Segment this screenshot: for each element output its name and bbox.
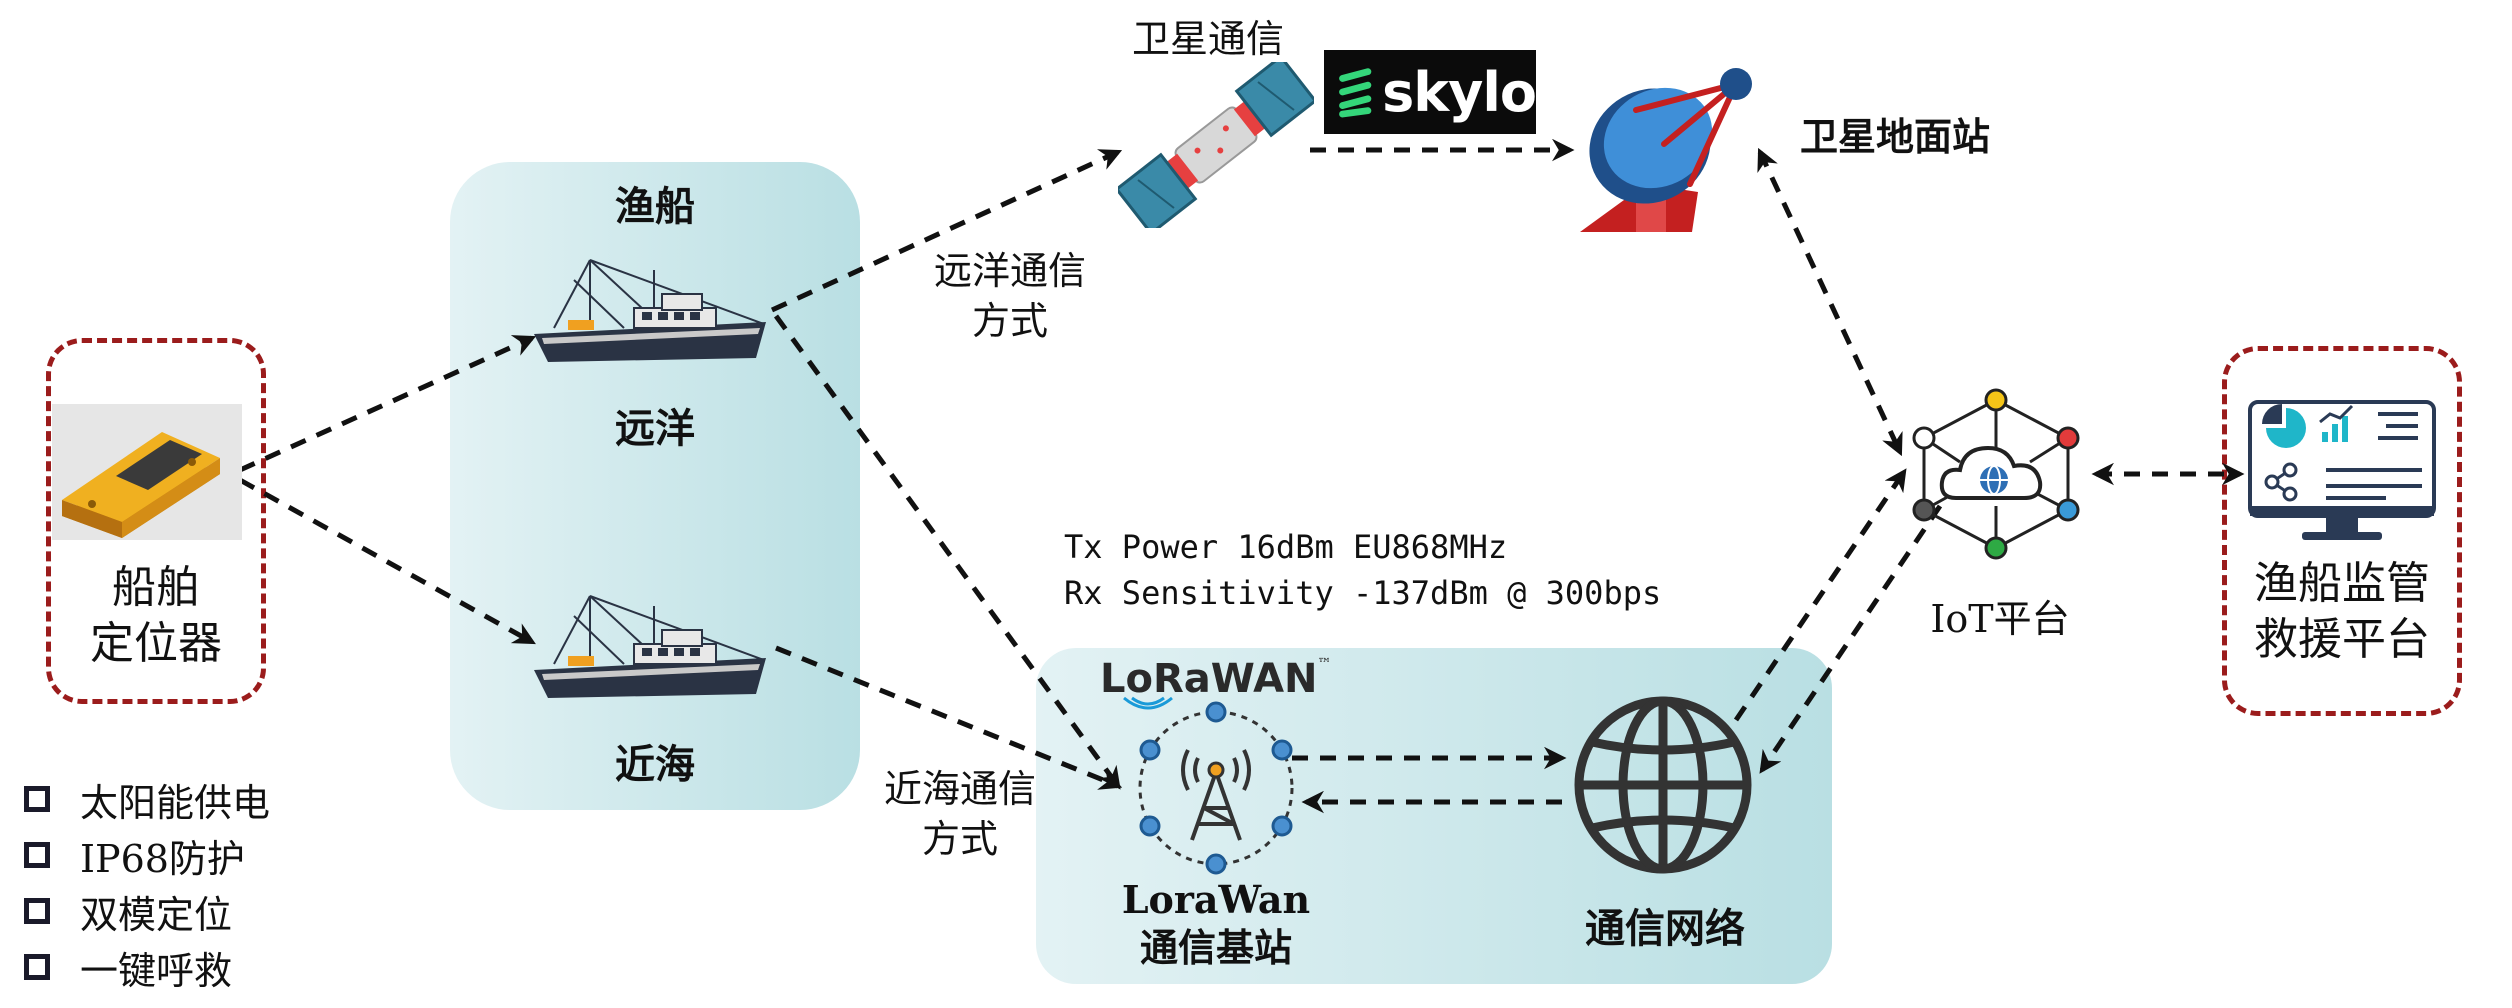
feature-item: 双模定位 [24,886,233,937]
satellite-icon [1118,62,1314,228]
monitor-label: 渔船监管 救援平台 [2222,556,2462,668]
locator-label: 船舶 定位器 [46,560,266,672]
near-comm-line1: 近海通信 [883,767,1036,811]
locator-label-line2: 定位器 [90,618,222,669]
arrow-ground-iot [1757,147,1903,457]
ocean-panel-title: 渔船 [615,183,695,230]
feature-item: 太阳能供电 [24,774,271,825]
monitor-frame [2222,346,2462,716]
rx-spec: Rx Sensitivity -137dBm @ 300bps [1064,574,1662,612]
near-sea-label: 近海 [615,741,695,788]
feature-text: 太阳能供电 [80,780,271,825]
bullet-square-icon [24,898,50,924]
lorawan-wave-icon [1123,696,1173,710]
near-comm-label: 近海通信 方式 [850,764,1070,864]
arrow-far-boat-to-satellite [770,149,1123,313]
feature-item: 一键呼救 [24,942,233,993]
feature-item: IP68防护 [24,830,245,881]
lorawan-label: LoraWan 通信基站 [1096,876,1336,972]
arrow-network-to-iot [1733,468,1907,722]
base-station-tower-icon [1138,701,1294,875]
arrow-iot-to-network [1759,504,1943,774]
feature-text: 双模定位 [80,892,233,937]
lorawan-tm: ™ [1317,656,1332,672]
ocean-comm-line1: 远洋通信 [933,249,1086,293]
tx-spec: Tx Power 16dBm EU868MHz [1064,528,1508,566]
feature-text: 一键呼救 [80,948,233,993]
skylo-logo: skylo [1324,50,1537,134]
fishing-boat-icon [534,595,766,698]
satellite-label: 卫星通信 [1132,17,1285,61]
arrow-locator-to-near-boat [238,477,536,645]
locator-frame [46,338,266,704]
bullet-square-icon [24,954,50,980]
near-comm-line2: 方式 [921,817,998,861]
globe-icon [1574,696,1752,874]
lorawan-label-line2: 通信基站 [1139,925,1292,970]
ocean-comm-label: 远洋通信 方式 [900,246,1120,346]
lorawan-label-line1: LoraWan [1121,877,1311,922]
network-label: 通信网络 [1585,905,1745,952]
arrow-locator-to-far-boat [238,335,537,473]
arrow-far-boat-to-base [773,314,1121,790]
arrow-near-boat-to-base [775,645,1123,790]
bullet-square-icon [24,786,50,812]
cloud-network-icon [1912,388,2080,560]
ground-station-label: 卫星地面站 [1800,114,1991,159]
bullet-square-icon [24,842,50,868]
lorawan-logo-text: LoRaWAN [1100,656,1318,702]
skylo-mark-icon [1339,68,1372,118]
lorawan-logo: LoRaWAN™ [1100,656,1332,720]
fishing-boat-icon [534,259,766,362]
dashboard-monitor-icon [2248,400,2436,540]
locator-label-line1: 船舶 [112,562,200,613]
satellite-dish-icon [1580,68,1752,232]
ocean-comm-line2: 方式 [971,299,1048,343]
skylo-logo-text: skylo [1382,60,1537,124]
monitor-label-line1: 渔船监管 [2254,558,2430,609]
far-sea-label: 远洋 [615,405,695,452]
monitor-label-line2: 救援平台 [2254,614,2430,665]
iot-label: IoT平台 [1930,597,2070,641]
gps-locator-device-icon [52,404,242,540]
feature-text: IP68防护 [80,836,245,881]
